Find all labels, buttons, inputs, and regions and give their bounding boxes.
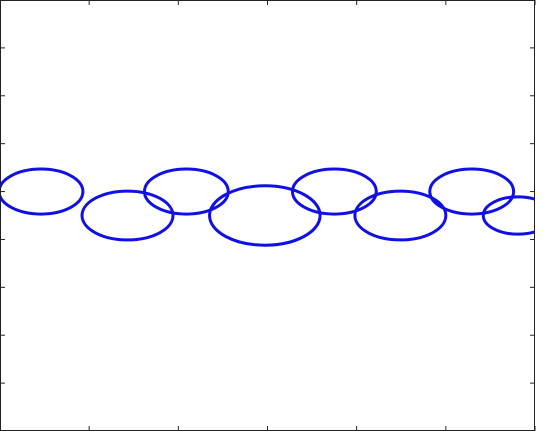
circle-2: [80, 189, 175, 242]
circle-1: [0, 167, 85, 216]
circle-7: [428, 167, 516, 216]
circle-6: [353, 189, 448, 242]
circles-layer: [0, 167, 535, 247]
circle-3: [142, 167, 230, 216]
circle-5: [290, 167, 378, 216]
circle-8: [481, 195, 535, 236]
circle-4: [208, 184, 322, 247]
